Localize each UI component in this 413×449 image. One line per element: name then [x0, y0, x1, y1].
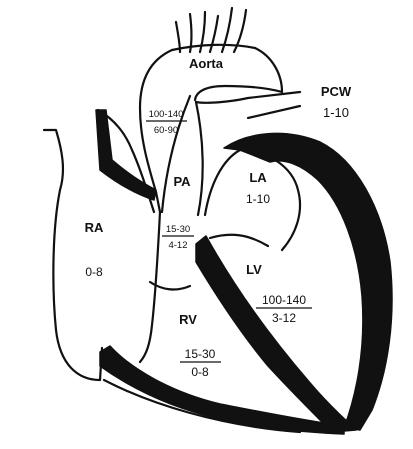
pulmonary-artery-outline	[160, 90, 302, 217]
pa-pressure-bottom: 4-12	[168, 240, 187, 251]
lv-pressure-bottom: 3-12	[272, 311, 296, 325]
pcw-pressure: 1-10	[323, 105, 349, 120]
lv-myocardium	[223, 132, 393, 431]
la-pressure: 1-10	[246, 192, 270, 206]
aorta-pressure-bottom: 60-90	[154, 125, 178, 136]
rv-label: RV	[179, 312, 197, 327]
aorta-pressure-top: 100-140	[149, 109, 184, 120]
rv-inferior-wall	[99, 345, 345, 435]
aortic-branches	[174, 6, 248, 54]
pcw-label: PCW	[321, 84, 352, 99]
septum	[195, 235, 357, 433]
lv-pressure-top: 100-140	[262, 293, 306, 307]
pa-label: PA	[173, 174, 191, 189]
svc-wall	[95, 109, 157, 201]
rv-pressure-top: 15-30	[185, 347, 216, 361]
ra-pressure: 0-8	[85, 265, 103, 279]
aorta-label: Aorta	[189, 56, 224, 71]
lv-label: LV	[246, 262, 262, 277]
la-label: LA	[249, 170, 267, 185]
pa-pressure-top: 15-30	[166, 224, 190, 235]
ra-label: RA	[85, 220, 104, 235]
aorta-outline	[138, 43, 284, 214]
rv-pressure-bottom: 0-8	[191, 365, 209, 379]
